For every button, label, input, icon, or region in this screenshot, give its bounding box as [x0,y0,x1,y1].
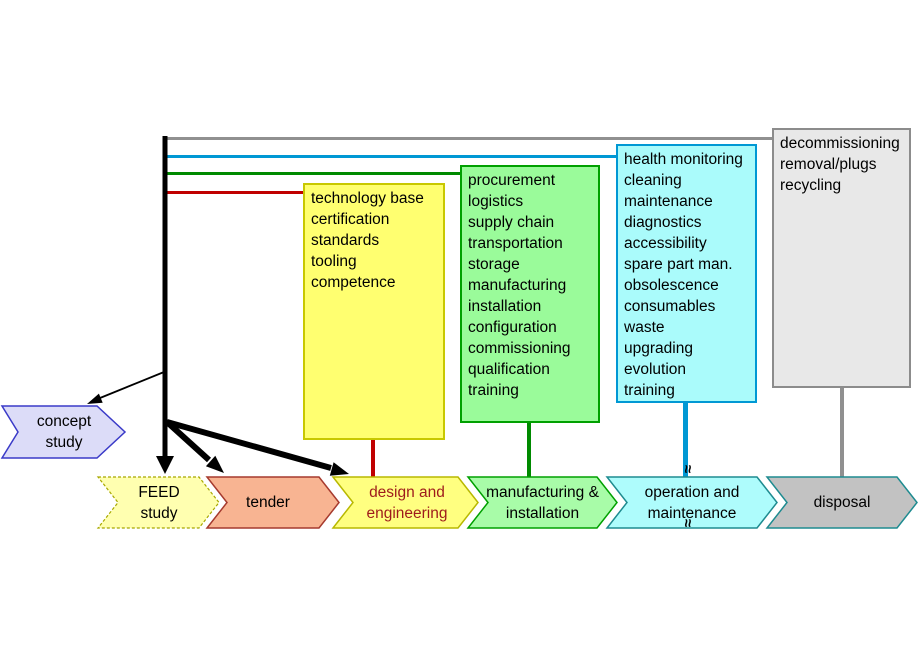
connector-line-design [163,191,305,194]
connector-line-manufacturing [165,172,461,175]
arrow-to-design-engineering [166,419,349,476]
manufacturing-activities-list: procurement logistics supply chain trans… [468,172,571,399]
main-timeline-arrow [156,136,174,474]
operation-activities-list: health monitoring cleaning maintenance d… [624,151,743,399]
disposal-activities-box: decommissioning removal/plugs recycling [772,128,911,388]
stem-line-operation [683,403,688,477]
chevron-feed-study [96,476,220,529]
stem-line-disposal [840,388,844,477]
stem-line-manufacturing [527,423,531,477]
chevron-manufacturing-installation [466,476,618,529]
stem-line-design [371,440,375,477]
arrow-to-tender [164,419,224,473]
disposal-activities-list: decommissioning removal/plugs recycling [780,135,900,194]
arrow-to-concept-study [87,371,165,404]
chevron-design-engineering [331,476,479,529]
chevron-tender [205,476,340,529]
design-activities-list: technology base certification standards … [311,190,424,291]
chevron-concept-study [0,405,127,459]
connector-line-operation [165,155,617,158]
chevron-disposal [765,476,918,529]
connector-line-disposal [163,137,773,140]
manufacturing-activities-box: procurement logistics supply chain trans… [460,165,600,423]
chevron-operation-maintenance [605,476,778,529]
operation-activities-box: health monitoring cleaning maintenance d… [616,144,757,403]
design-activities-box: technology base certification standards … [303,183,445,440]
